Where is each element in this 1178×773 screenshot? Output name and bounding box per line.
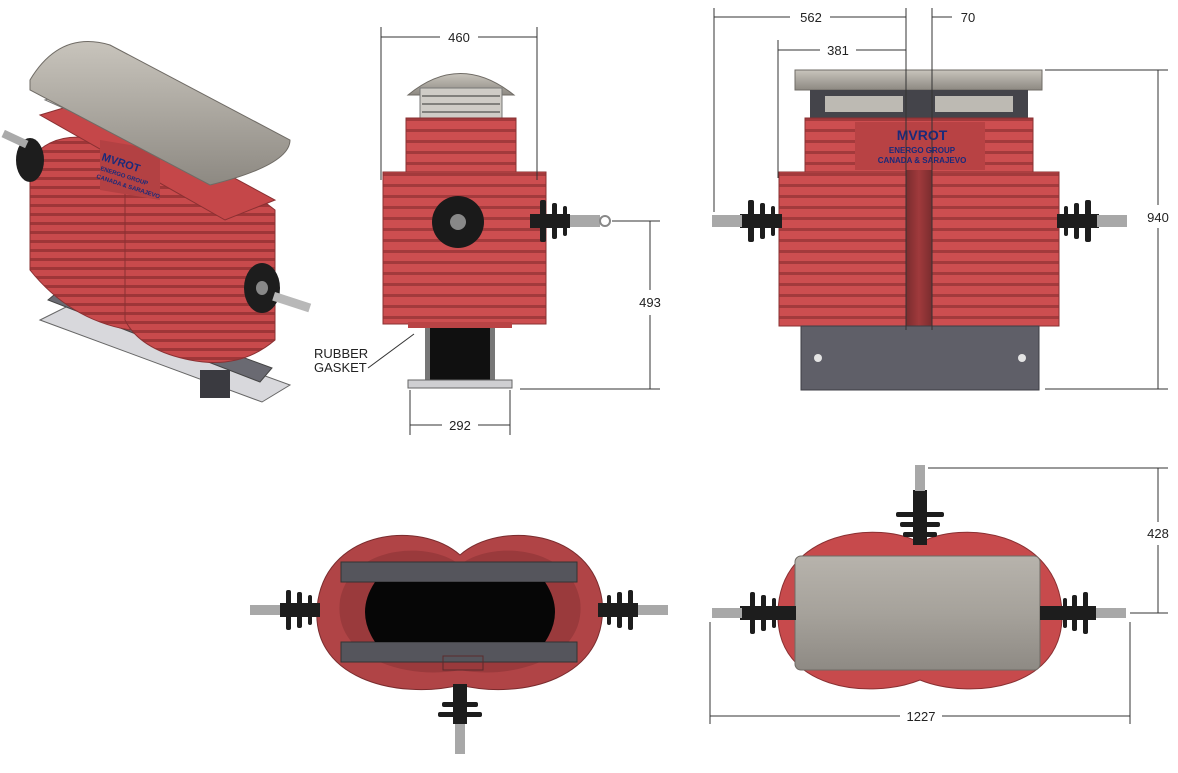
dim-side-base: 292 [449,418,471,433]
side-view: 460 493 292 RUBBER GASKET [314,27,661,435]
top-view: 428 1227 [709,465,1169,724]
dim-side-height: 493 [639,295,661,310]
front-roof [794,69,1043,91]
front-left-insulator [712,200,782,242]
side-upper-ribs [405,117,517,174]
gasket-label-line2: GASKET [314,360,367,375]
iso-roof-cover [29,41,291,186]
bottom-down-insulator [438,684,482,754]
dim-front-offset: 70 [961,10,975,25]
side-right-insulator [530,200,611,242]
front-brand-line2: CANADA & SARAJEVO [878,156,967,165]
dim-front-half: 381 [827,43,849,58]
bottom-right-insulator [598,590,668,630]
gasket-label-line1: RUBBER [314,346,368,361]
dim-top-length: 1227 [907,709,936,724]
dim-side-width: 460 [448,30,470,45]
bottom-left-insulator [250,590,320,630]
top-left-insulator [712,592,796,634]
top-cylinder-cover [794,555,1041,671]
side-vent [419,87,503,119]
dim-front-height: 940 [1147,210,1169,225]
side-stand [428,328,492,380]
bottom-top-rail [340,561,578,583]
top-up-insulator [896,465,944,545]
iso-right-bushing [244,263,312,313]
iso-left-bushing [1,129,44,182]
front-brand-line1: ENERGO GROUP [889,146,956,155]
bottom-core [365,582,555,642]
front-right-insulator [1057,200,1127,242]
front-center-plate [855,122,985,170]
bottom-view [250,535,668,754]
dim-top-depth: 428 [1147,526,1169,541]
dim-front-width: 562 [800,10,822,25]
front-base [800,325,1040,391]
front-view: MVROT ENERGO GROUP CANADA & SARAJEVO 5 [712,8,1169,391]
bottom-bottom-rail [340,641,578,663]
side-main-ribs [382,171,547,325]
front-brand-name: MVROT [897,127,948,143]
top-right-insulator [1040,592,1126,634]
isometric-view: MVROT ENERGO GROUP CANADA & SARAJEVO [1,41,312,403]
